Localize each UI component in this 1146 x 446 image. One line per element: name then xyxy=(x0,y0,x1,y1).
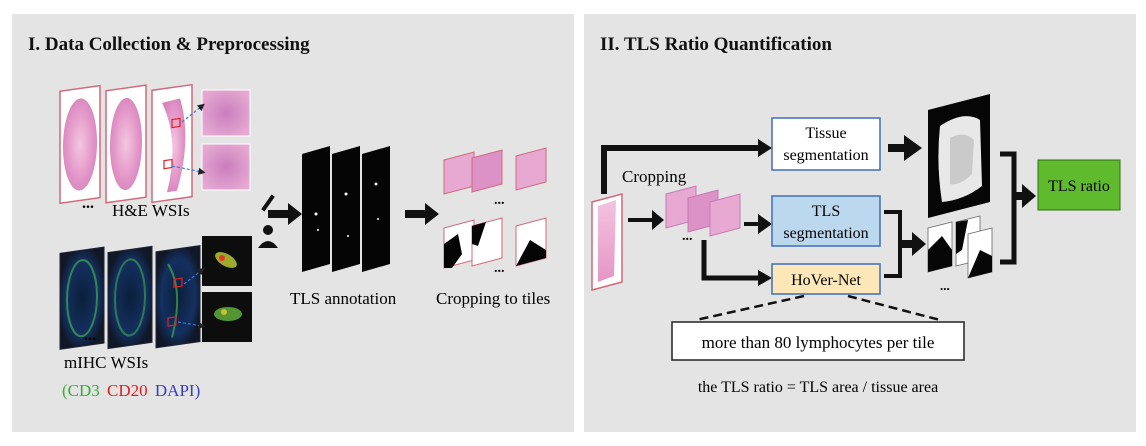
tls-segmentation-box: TLS segmentation xyxy=(771,195,881,247)
arrow-to-annotation xyxy=(268,203,302,225)
arrow-to-tissue-mask xyxy=(888,135,922,161)
arrow-to-tiles xyxy=(405,203,439,225)
cropping-label: Cropping xyxy=(622,167,687,186)
mask-1 xyxy=(302,146,330,272)
annotation-label: TLS annotation xyxy=(290,289,397,308)
he-zoom-link-1 xyxy=(181,103,205,123)
mihc-roi-1 xyxy=(173,277,183,288)
crop-ellipsis: ... xyxy=(682,229,693,244)
arrow-to-tls-masks xyxy=(902,232,926,256)
criterion-link-right xyxy=(847,294,941,322)
tls-annotation-masks: TLS annotation xyxy=(290,146,397,308)
panel-title: II. TLS Ratio Quantification xyxy=(600,34,832,55)
he-label: H&E WSIs xyxy=(112,201,190,220)
tls-seg-line1: TLS xyxy=(812,203,840,220)
arrow-to-hovernet xyxy=(701,240,758,281)
he-zoom-link-2 xyxy=(171,165,206,175)
tissue-mask-output xyxy=(928,94,990,218)
he-tissue-2 xyxy=(110,97,142,191)
tissue-seg-line1: Tissue xyxy=(805,125,846,142)
stain-legend: (CD3 CD20 DAPI) xyxy=(62,381,200,400)
arrow-to-crop xyxy=(628,210,664,230)
tissue-seg-line2: segmentation xyxy=(783,147,868,164)
tile-grid: ... ... Cropping to tiles xyxy=(436,147,550,308)
panel-data-collection: I. Data Collection & Preprocessing xyxy=(12,14,574,432)
panel-title: I. Data Collection & Preprocessing xyxy=(28,34,310,55)
tls-mask-ellipsis: ... xyxy=(940,278,950,293)
mihc-zoom-link-2 xyxy=(177,321,206,329)
tls-ratio-diagram: Cropping ... Tissue segmentation TLS seg… xyxy=(591,94,1121,396)
he-zoom-2 xyxy=(201,143,251,191)
mihc-roi-2 xyxy=(167,316,177,327)
bracket-outputs xyxy=(1000,151,1017,265)
criterion-link-left xyxy=(695,294,805,322)
tile-ellipsis-2: ... xyxy=(494,261,505,276)
stain-dapi: DAPI) xyxy=(155,381,200,400)
criterion-box: more than 80 lymphocytes per tile xyxy=(671,321,965,361)
tls-ratio-label: TLS ratio xyxy=(1048,178,1110,195)
mihc-label: mIHC WSIs xyxy=(64,353,148,372)
arrow-to-tls-ratio xyxy=(1016,184,1036,208)
he-zoom-1 xyxy=(201,89,251,137)
bracket-tls-hovernet xyxy=(884,210,902,278)
user-icon xyxy=(258,225,278,248)
mihc-wsi-stack: ... mIHC WSIs (CD3 CD20 DAPI) xyxy=(59,236,252,400)
tile-ellipsis-1: ... xyxy=(494,193,505,208)
stain-cd20: CD20 xyxy=(107,381,148,400)
tiles-label: Cropping to tiles xyxy=(436,289,550,308)
mask-2 xyxy=(332,146,360,272)
stain-cd3: (CD3 xyxy=(62,381,100,400)
arrow-to-tissue-seg xyxy=(601,145,758,194)
tissue-segmentation-box: Tissue segmentation xyxy=(771,117,881,171)
mihc-zoom-link-1 xyxy=(183,267,205,285)
pencil-icon xyxy=(261,194,275,212)
formula-text: the TLS ratio = TLS area / tissue area xyxy=(698,379,938,396)
he-wsi-stack: ... H&E WSIs xyxy=(59,83,251,220)
he-ellipsis: ... xyxy=(82,195,94,212)
arrow-to-tls-seg xyxy=(744,214,772,234)
mask-3 xyxy=(362,146,390,272)
tls-ratio-box: TLS ratio xyxy=(1037,159,1121,211)
data-collection-diagram: ... H&E WSIs ... mIHC WS xyxy=(59,83,550,400)
he-tissue-1 xyxy=(63,98,97,191)
he-roi-2 xyxy=(163,158,173,170)
mihc-ellipsis: ... xyxy=(84,327,96,344)
he-roi-1 xyxy=(171,117,181,129)
hovernet-box: HoVer-Net xyxy=(771,263,881,295)
panel-tls-ratio: II. TLS Ratio Quantification Cropping ..… xyxy=(584,14,1136,432)
criterion-text: more than 80 lymphocytes per tile xyxy=(702,333,935,352)
cropped-tiles: ... xyxy=(665,185,741,244)
tls-seg-line2: segmentation xyxy=(783,225,868,242)
hovernet-label: HoVer-Net xyxy=(791,272,861,289)
input-slide xyxy=(591,193,623,291)
tls-mask-output: ... xyxy=(927,215,993,293)
